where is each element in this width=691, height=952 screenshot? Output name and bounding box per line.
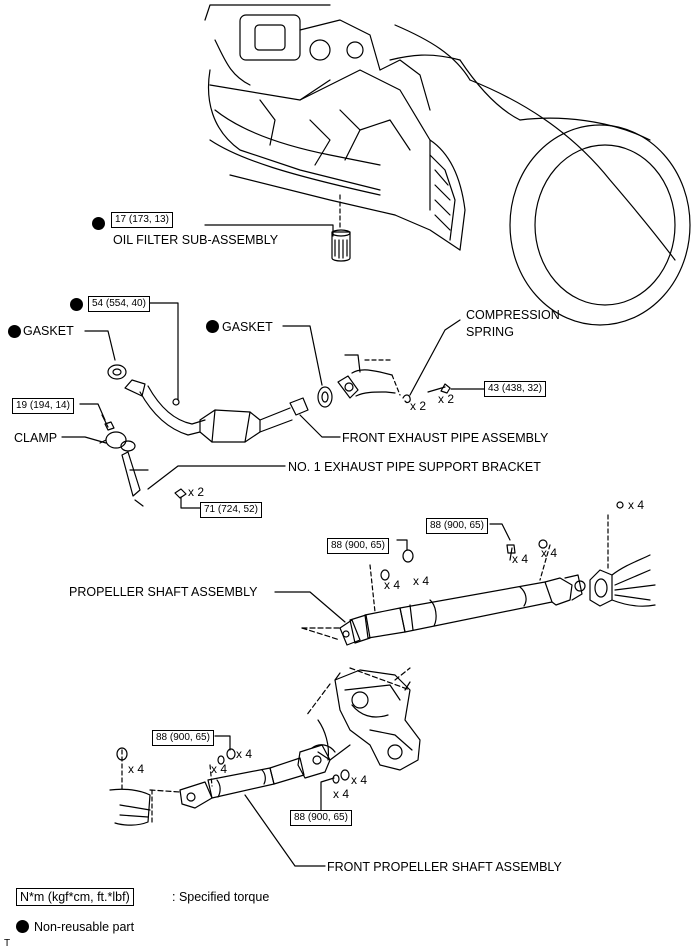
- compression-spring-part: [402, 319, 485, 404]
- bracket-bolt-count-label: x 2: [188, 485, 205, 499]
- leader-clamp-torque: [79, 403, 106, 421]
- leader-front-propeller-shaft: [244, 794, 326, 867]
- fps-torque-box-a: 88 (900, 65): [152, 730, 214, 746]
- gasket-left-part: [107, 364, 127, 380]
- leader-ps-torque-b: [489, 523, 511, 541]
- corner-mark: T: [4, 938, 11, 949]
- vehicle-front-illustration: [204, 4, 691, 326]
- leader-fps-torque-b: [320, 777, 335, 811]
- legend-torque-description: : Specified torque: [172, 890, 270, 904]
- leader-propeller-shaft: [274, 591, 346, 623]
- bolt-torque-43-box: 43 (438, 32): [484, 381, 546, 397]
- downstream-pipe: [337, 354, 401, 399]
- ps-torque-box-b: 88 (900, 65): [426, 518, 488, 534]
- front-propeller-shaft-label: FRONT PROPELLER SHAFT ASSEMBLY: [327, 860, 562, 874]
- leader-gasket-left: [84, 330, 116, 361]
- ps-torque-box-a: 88 (900, 65): [327, 538, 389, 554]
- fps-washer-count-a: x 4: [211, 762, 228, 776]
- nonreusable-mark-oil-filter: [92, 217, 105, 230]
- leader-clamp: [61, 436, 107, 444]
- propeller-shaft-label: PROPELLER SHAFT ASSEMBLY: [69, 585, 258, 599]
- ps-nut-count-left: x 4: [413, 574, 430, 588]
- transfer-case-illustration: [305, 667, 421, 771]
- clamp-part: [99, 414, 136, 452]
- propeller-shaft-part: [301, 501, 656, 646]
- diff-nut-count-label: x 4: [628, 498, 645, 512]
- fps-torque-box-b: 88 (900, 65): [290, 810, 352, 826]
- oil-filter-label: OIL FILTER SUB-ASSEMBLY: [113, 233, 279, 247]
- ps-washer-count-left: x 4: [384, 578, 401, 592]
- nonreusable-mark-gasket-left: [8, 325, 21, 338]
- legend-torque-unit-box: N*m (kgf*cm, ft.*lbf): [16, 888, 134, 906]
- pipe-nut-torque-box: 54 (554, 40): [88, 296, 150, 312]
- front-exhaust-pipe-label: FRONT EXHAUST PIPE ASSEMBLY: [342, 431, 549, 445]
- leader-front-exhaust: [299, 414, 341, 438]
- clamp-torque-box: 19 (194, 14): [12, 398, 74, 414]
- compression-spring-label-line2: SPRING: [466, 325, 514, 339]
- legend-nonreusable-description: Non-reusable part: [34, 920, 135, 934]
- leader-fps-torque-a: [214, 735, 231, 751]
- fps-flange-count-left: x 4: [128, 762, 145, 776]
- spring-count-label: x 2: [410, 399, 427, 413]
- ps-washer-count-right: x 4: [541, 546, 558, 560]
- leader-gasket-right: [282, 325, 323, 386]
- fps-nut-count-a: x 4: [236, 747, 253, 761]
- gasket-right-part: [317, 386, 333, 408]
- legend-nonreusable-mark: [16, 920, 29, 933]
- nonreusable-mark-gasket-right: [206, 320, 219, 333]
- oil-filter-part: [204, 194, 351, 262]
- front-propeller-shaft-part: [109, 744, 350, 826]
- gasket-left-label: GASKET: [23, 324, 74, 338]
- fps-nut-count-b: x 4: [351, 773, 368, 787]
- compression-spring-label-line1: COMPRESSION: [466, 308, 560, 322]
- clamp-label: CLAMP: [14, 431, 58, 445]
- support-bracket-label: NO. 1 EXHAUST PIPE SUPPORT BRACKET: [288, 460, 541, 474]
- bolt-count-label: x 2: [438, 392, 455, 406]
- leader-ps-torque-a: [396, 539, 408, 551]
- nonreusable-mark-pipe-nut: [70, 298, 83, 311]
- leader-support-bracket: [147, 465, 286, 490]
- ps-bolt-count-right: x 4: [512, 552, 529, 566]
- oil-filter-torque-box: 17 (173, 13): [111, 212, 173, 228]
- leader-bracket-torque: [180, 496, 201, 509]
- front-exhaust-pipe-part: [124, 379, 309, 443]
- support-bracket-part: [121, 451, 187, 507]
- fps-washer-count-b: x 4: [333, 787, 350, 801]
- gasket-right-label: GASKET: [222, 320, 273, 334]
- leader-pipe-nut: [149, 302, 179, 401]
- bracket-torque-box: 71 (724, 52): [200, 502, 262, 518]
